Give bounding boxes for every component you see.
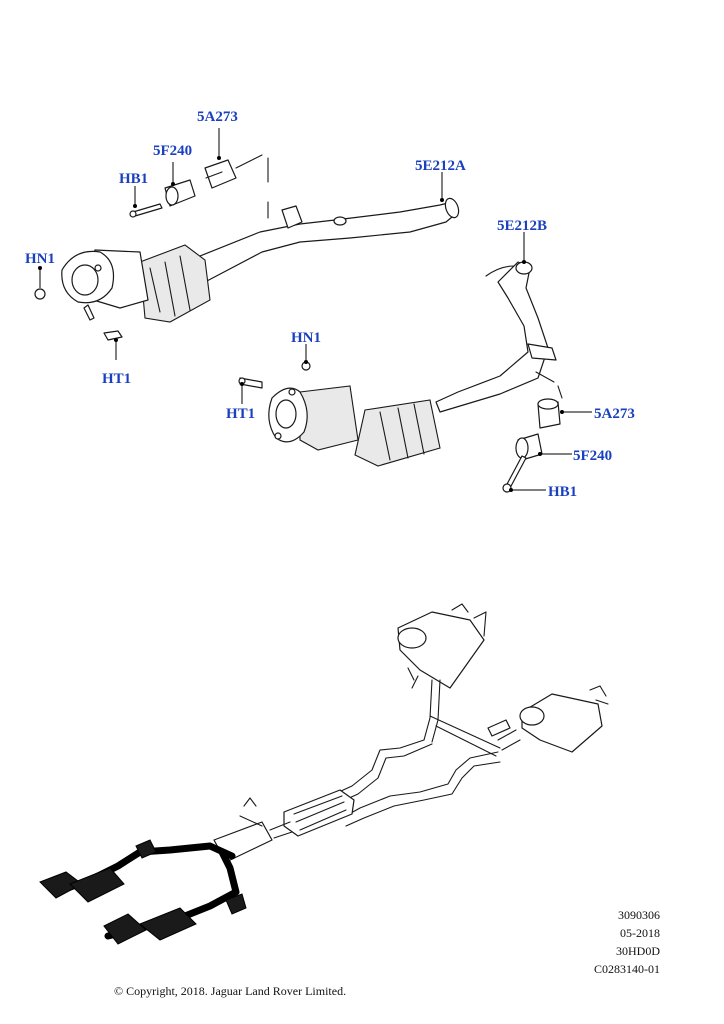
stud-ht1-mid bbox=[238, 377, 263, 404]
mount-5a273-top bbox=[204, 128, 269, 219]
callout-ht1-left: HT1 bbox=[102, 371, 131, 387]
drawing-code: 30HD0D bbox=[616, 944, 660, 958]
callout-5e212a: 5E212A bbox=[415, 158, 466, 174]
highlighted-front-pipes bbox=[39, 839, 247, 945]
callout-5a273-top: 5A273 bbox=[197, 109, 238, 125]
bolt-hb1-top bbox=[129, 186, 163, 218]
callout-hn1-mid: HN1 bbox=[291, 330, 321, 346]
stud-ht1-left bbox=[103, 330, 123, 360]
drawing-number: 3090306 bbox=[618, 908, 660, 922]
callout-ht1-mid: HT1 bbox=[226, 406, 255, 422]
insulator-5f240-right bbox=[515, 433, 572, 461]
callout-5e212b: 5E212B bbox=[497, 218, 547, 234]
catalytic-converter-assembly-b bbox=[268, 261, 563, 467]
mount-5a273-right bbox=[537, 398, 592, 429]
bolt-hb1-right bbox=[502, 455, 546, 493]
drawing-reference-block: 3090306 05-2018 30HD0D C0283140-01 bbox=[594, 906, 660, 978]
callout-5f240-top: 5F240 bbox=[153, 143, 192, 159]
copyright-notice: © Copyright, 2018. Jaguar Land Rover Lim… bbox=[114, 984, 347, 998]
callout-hb1-right: HB1 bbox=[548, 484, 577, 500]
callout-hb1-top: HB1 bbox=[119, 171, 148, 187]
nut-hn1-left bbox=[34, 266, 46, 300]
catalogue-reference: C0283140-01 bbox=[594, 962, 660, 976]
nut-hn1-mid bbox=[301, 344, 311, 371]
callout-5a273-right: 5A273 bbox=[594, 406, 635, 422]
catalytic-converter-assembly-a bbox=[61, 197, 460, 323]
exhaust-system-overview bbox=[213, 603, 609, 863]
insulator-5f240-top bbox=[164, 162, 196, 207]
callout-hn1-left: HN1 bbox=[25, 251, 55, 267]
drawing-date: 05-2018 bbox=[620, 926, 660, 940]
callout-5f240-right: 5F240 bbox=[573, 448, 612, 464]
